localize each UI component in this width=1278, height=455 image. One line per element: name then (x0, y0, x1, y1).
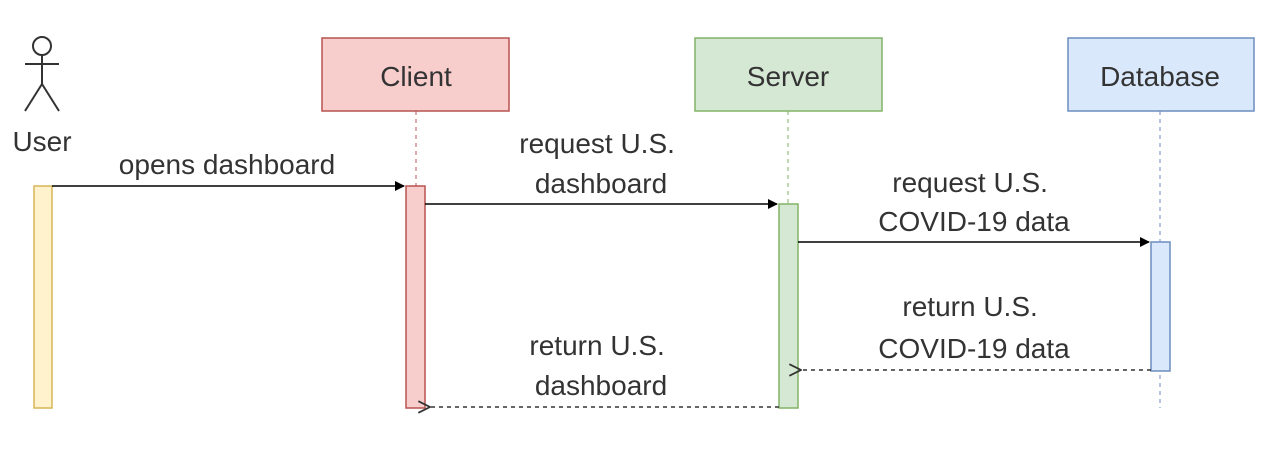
message-request-dashboard: request U.S. dashboard (425, 128, 778, 209)
message-request-covid-data: request U.S. COVID-19 data (798, 167, 1150, 247)
user-stick-figure-icon (24, 36, 60, 112)
database-activation-bar (1150, 241, 1171, 372)
participant-client: Client (321, 37, 510, 112)
message-return-covid-data-line-2: COVID-19 data (878, 333, 1070, 364)
message-return-covid-data-label: return U.S. COVID-19 data (878, 291, 1070, 364)
message-request-dashboard-line-1: request U.S. (519, 128, 675, 159)
message-request-covid-data-line-1: request U.S. (892, 167, 1048, 198)
message-return-dashboard-line-2: dashboard (535, 370, 667, 401)
participant-database: Database (1067, 37, 1255, 112)
message-request-dashboard-line-2: dashboard (535, 168, 667, 199)
message-opens-dashboard: opens dashboard (52, 149, 405, 191)
message-return-dashboard-label: return U.S. dashboard (529, 330, 672, 401)
participant-server: Server (694, 37, 883, 112)
message-request-covid-data-line-2: COVID-19 data (878, 206, 1070, 237)
server-activation-bar (778, 203, 799, 409)
server-box (694, 37, 883, 112)
message-opens-dashboard-label: opens dashboard (119, 149, 335, 180)
server-label: Server (747, 61, 829, 92)
client-activation-bar (405, 185, 426, 409)
user-actor: User (12, 36, 72, 157)
message-return-dashboard: return U.S. dashboard (430, 330, 779, 407)
message-return-covid-data-line-1: return U.S. (902, 291, 1037, 322)
database-label: Database (1100, 61, 1220, 92)
message-return-dashboard-line-1: return U.S. (529, 330, 664, 361)
message-request-covid-data-label: request U.S. COVID-19 data (878, 167, 1070, 237)
client-box (321, 37, 510, 112)
client-label: Client (380, 61, 452, 92)
user-actor-label: User (12, 126, 71, 157)
message-request-dashboard-label: request U.S. dashboard (519, 128, 682, 199)
database-box (1067, 37, 1255, 112)
user-activation-bar (33, 185, 53, 409)
message-return-covid-data: return U.S. COVID-19 data (801, 291, 1151, 370)
